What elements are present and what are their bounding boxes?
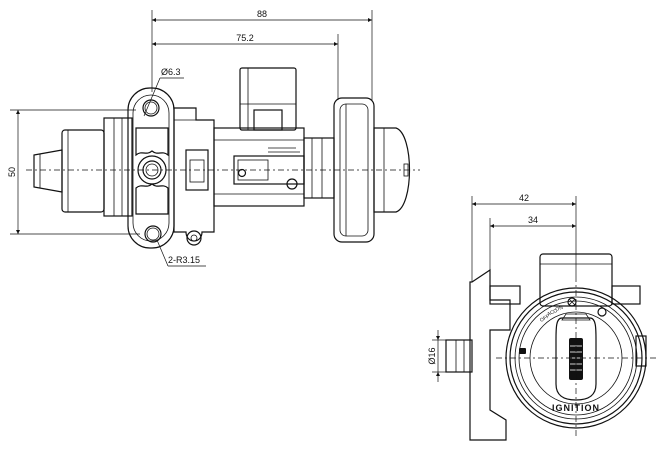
mounting-flange [127,87,175,249]
front-view: OFF ACC ON IGNITION [445,253,656,441]
side-shaft [445,339,473,373]
dim-34-label: 34 [528,215,538,225]
dim-hole-label: Ø6.3 [161,67,181,77]
rear-knob [373,127,410,213]
dim-radius-label: 2-R3.15 [168,255,200,265]
svg-text:ACC: ACC [546,308,558,318]
svg-text:OFF: OFF [539,314,551,324]
position-labels: OFF ACC ON [539,305,564,324]
dimension-overall-length: 88 [151,9,373,100]
dimension-hole-diameter: Ø6.3 [143,67,184,117]
dimension-height: 50 [7,109,140,235]
key-slot [569,338,583,380]
cylinder-tip [33,149,63,193]
dimension-face-width: 42 [471,193,577,282]
side-view [26,67,420,249]
dim-42-label: 42 [519,193,529,203]
dimension-face-inner-width: 34 [489,215,576,270]
dimension-shaft-diameter: Ø16 [427,330,446,382]
bulb-icon [519,348,526,354]
svg-text:ON: ON [555,305,564,313]
dim-88-label: 88 [257,9,267,19]
bottom-mount-hole [144,225,162,243]
position-dot-icon [597,307,607,317]
dim-50-label: 50 [7,167,17,177]
dimension-body-length: 75.2 [152,33,339,100]
dimension-slot-radius: 2-R3.15 [156,239,206,267]
dim-75-label: 75.2 [236,33,254,43]
key-knob [555,317,597,401]
ignition-label: IGNITION [552,403,600,413]
lock-icon [567,297,577,307]
dim-16-label: Ø16 [427,347,437,364]
